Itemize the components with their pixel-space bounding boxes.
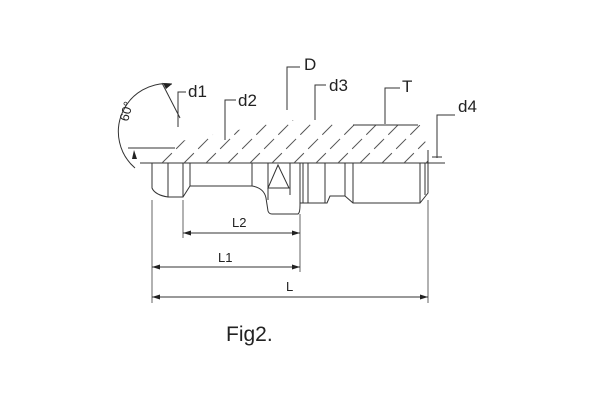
hatch-line bbox=[227, 120, 274, 163]
top-edge bbox=[353, 124, 429, 163]
triangle-mark bbox=[267, 163, 290, 189]
hatch-line bbox=[448, 118, 493, 163]
label-L: L bbox=[286, 279, 293, 294]
angle-ref-line-2 bbox=[161, 82, 181, 119]
hatch-line bbox=[425, 120, 428, 163]
label-T: T bbox=[402, 77, 412, 96]
label-D: D bbox=[304, 55, 316, 74]
label-L1: L1 bbox=[218, 250, 232, 265]
label-d4: d4 bbox=[458, 97, 477, 116]
leader-D bbox=[286, 66, 300, 110]
hatch-line bbox=[183, 120, 230, 163]
angle-arc bbox=[117, 83, 173, 169]
part-outline bbox=[151, 163, 429, 215]
hatch-line bbox=[271, 120, 318, 163]
label-L2: L2 bbox=[232, 215, 246, 230]
leader-d3 bbox=[314, 84, 326, 120]
hatch-line bbox=[293, 120, 340, 163]
leader-d4 bbox=[432, 114, 455, 158]
extension-lines bbox=[151, 200, 429, 303]
figure-caption: Fig2. bbox=[226, 323, 273, 346]
hatch-line bbox=[161, 120, 208, 163]
section-hatching bbox=[152, 118, 515, 163]
hatch-line bbox=[205, 120, 252, 163]
leader-d1 bbox=[177, 91, 186, 127]
hatch-line bbox=[470, 118, 515, 163]
hatch-line bbox=[249, 120, 296, 163]
label-d3: d3 bbox=[329, 76, 348, 95]
label-d1: d1 bbox=[188, 82, 207, 101]
leader-T bbox=[384, 87, 400, 124]
label-angle: 60° bbox=[116, 100, 136, 123]
label-d2: d2 bbox=[238, 91, 257, 110]
leader-d2 bbox=[224, 99, 236, 140]
hatch-line bbox=[381, 120, 428, 163]
